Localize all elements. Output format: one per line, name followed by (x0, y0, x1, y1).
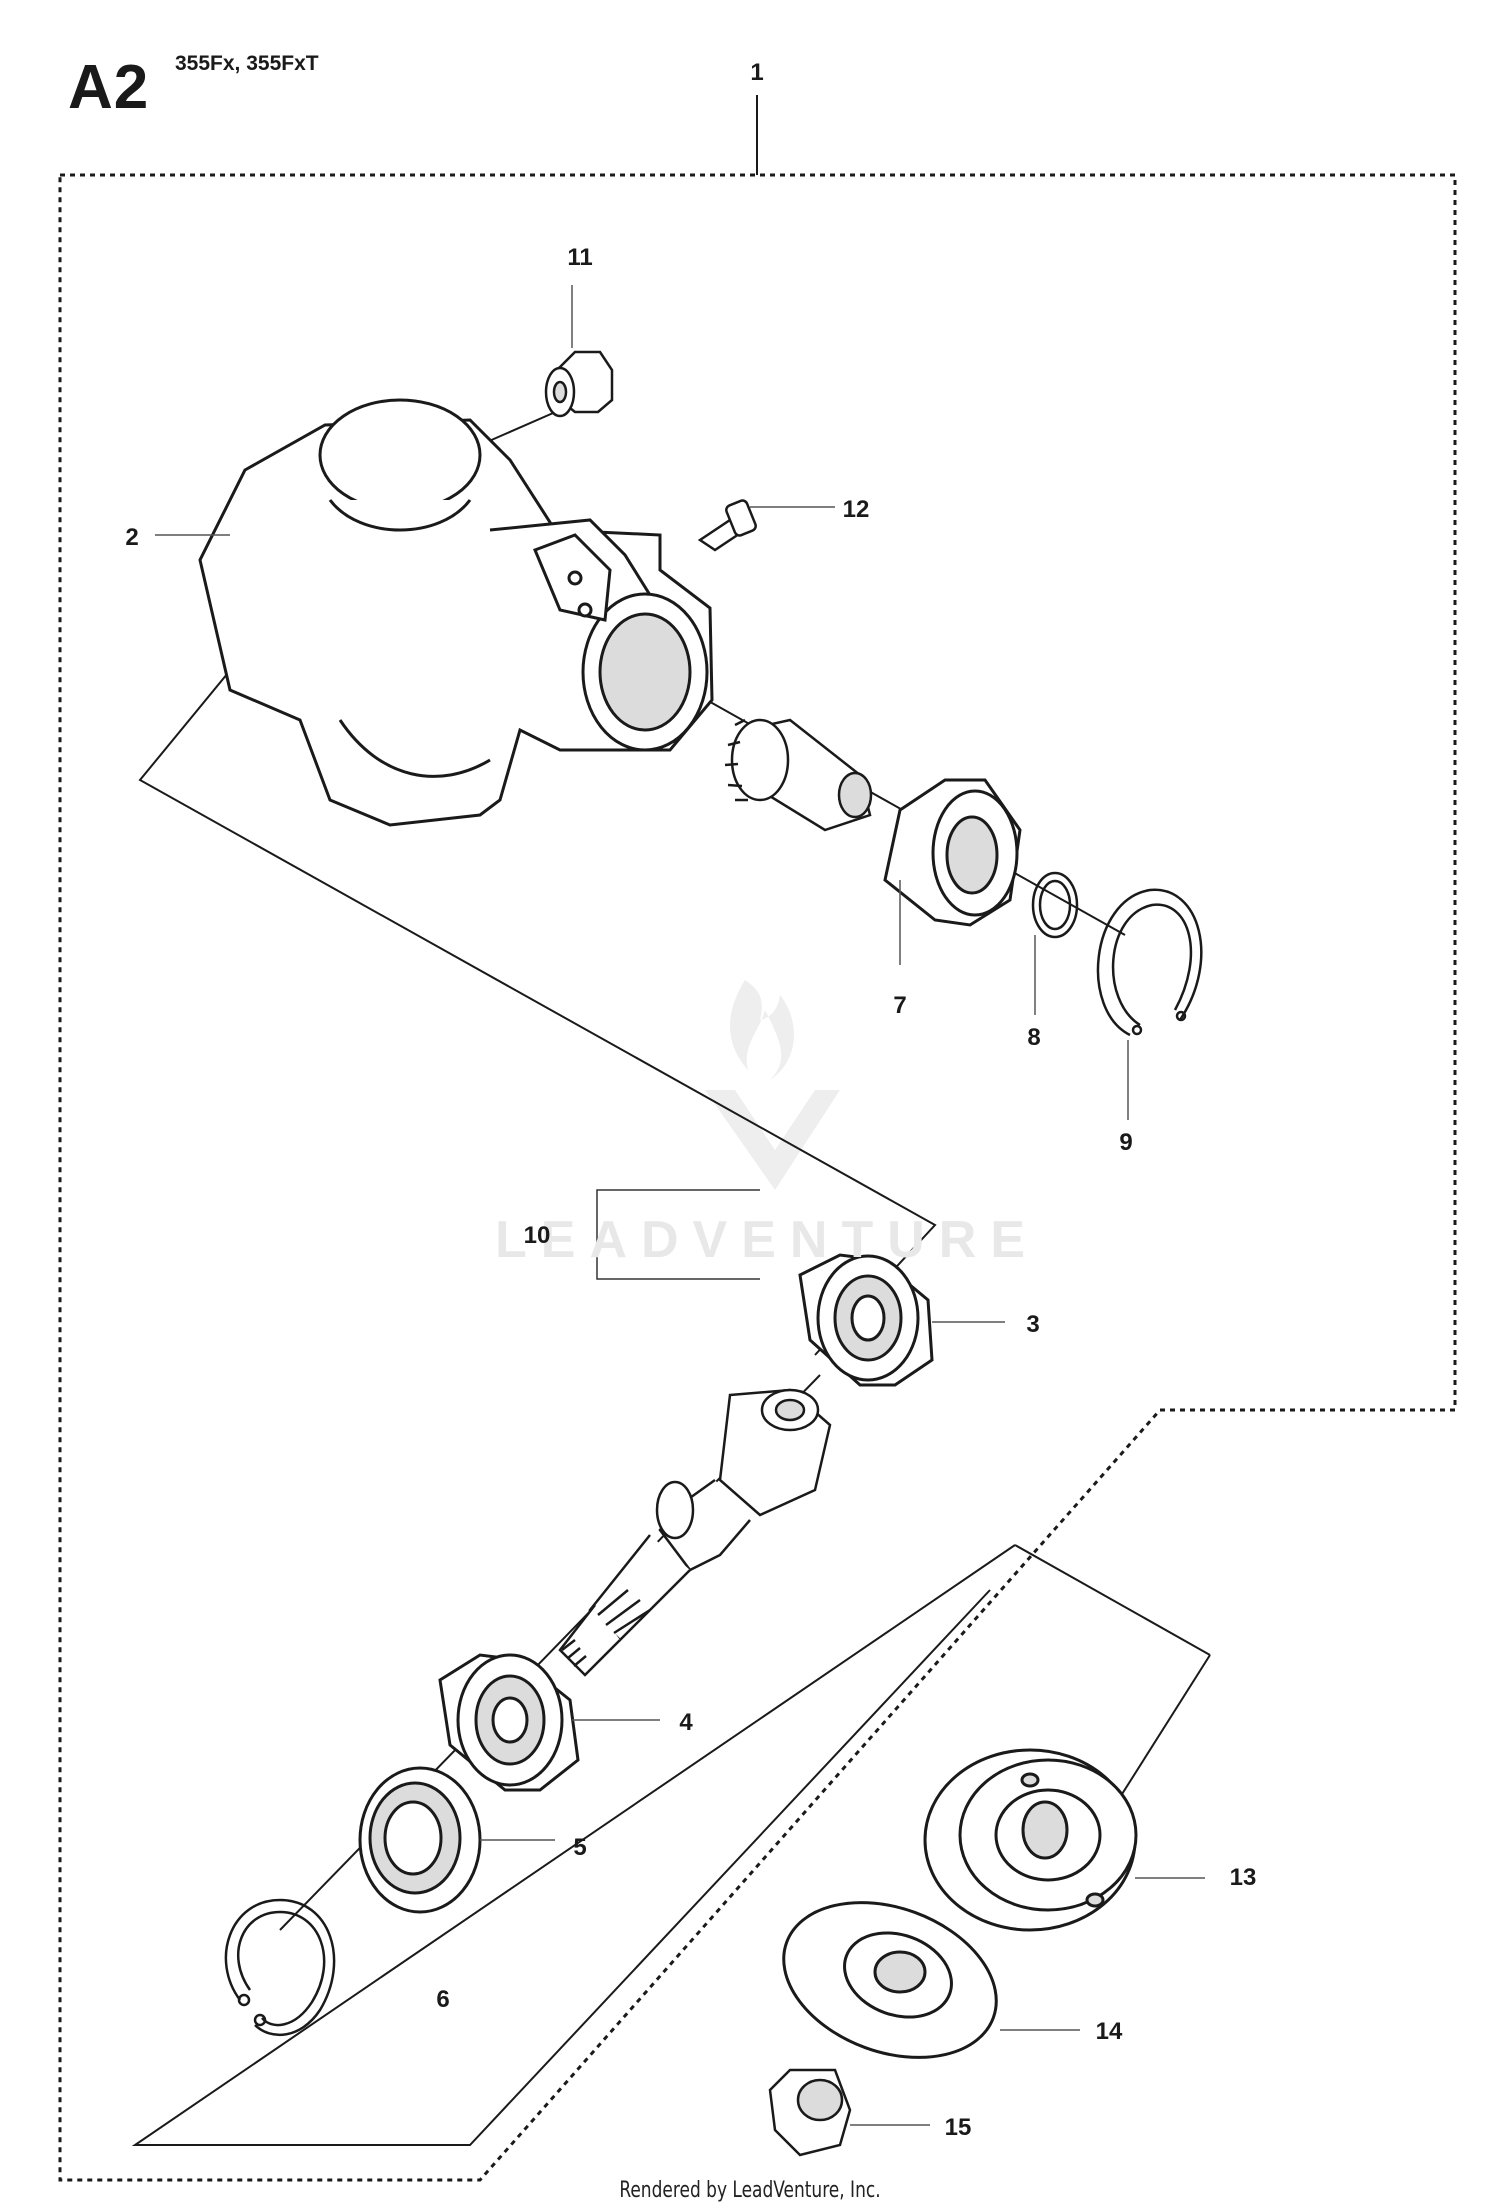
watermark-logo (705, 980, 840, 1190)
leader-lines (155, 285, 1205, 2126)
part-11-plug (544, 350, 614, 418)
watermark-text: LEADVENTURE (495, 1211, 1040, 1269)
part-13-flange (923, 1748, 1138, 1932)
callout-5[interactable]: 5 (573, 1834, 587, 1861)
callout-12[interactable]: 12 (842, 496, 870, 523)
part-8-ring (1031, 871, 1079, 939)
callout-2[interactable]: 2 (125, 524, 139, 551)
callout-15[interactable]: 15 (944, 2114, 972, 2141)
callout-7[interactable]: 7 (893, 992, 907, 1019)
frame-lower (131, 1544, 1211, 2146)
callout-9[interactable]: 9 (1119, 1129, 1133, 1156)
part-15-nut (768, 2068, 852, 2157)
part-10-pinion (724, 718, 873, 832)
part-6-circlip (224, 1898, 336, 2037)
callout-14[interactable]: 14 (1095, 2018, 1123, 2045)
part-3-bearing (798, 1253, 934, 1387)
part-5-seal (358, 1766, 482, 1914)
callout-11[interactable]: 11 (567, 244, 593, 271)
assembly-outline (58, 173, 1457, 2182)
callout-10[interactable]: 10 (523, 1222, 551, 1249)
diagram-id: A2 (68, 53, 150, 122)
part-2-gear-housing (198, 398, 714, 827)
part-4-bearing (438, 1653, 580, 1792)
callout-8[interactable]: 8 (1027, 1024, 1041, 1051)
bracket-10 (596, 1189, 760, 1280)
part-7-bearing (883, 778, 1022, 927)
part-10-bevel-gear-shaft (558, 1388, 832, 1677)
callout-6[interactable]: 6 (436, 1986, 450, 2013)
callout-13[interactable]: 13 (1229, 1864, 1257, 1891)
callout-4[interactable]: 4 (679, 1709, 693, 1736)
footer-credit: Rendered by LeadVenture, Inc. (619, 2178, 881, 2203)
model-list: 355Fx, 355FxT (175, 52, 319, 75)
part-9-circlip (1096, 888, 1203, 1037)
callout-3[interactable]: 3 (1026, 1311, 1040, 1338)
part-12-screw (697, 499, 757, 552)
part-14-washer (782, 1901, 998, 2059)
callout-1[interactable]: 1 (750, 59, 764, 86)
